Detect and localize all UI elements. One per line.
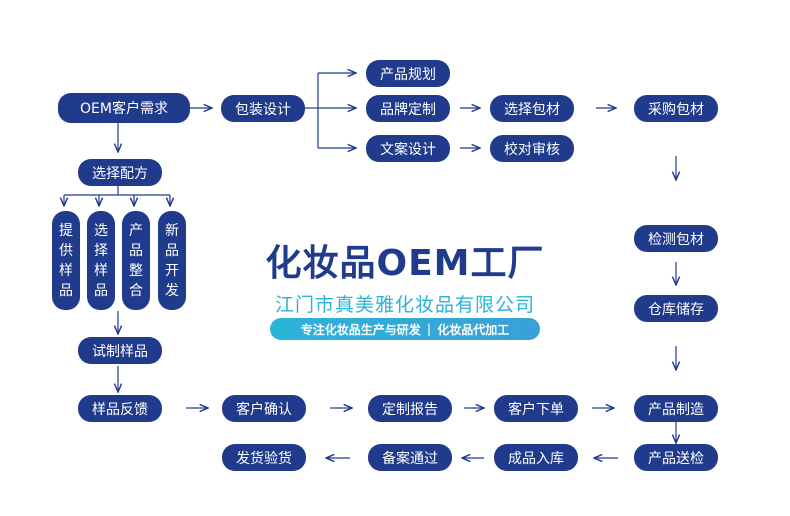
tagline-separator: | <box>426 322 432 336</box>
node-warehouse: 仓库储存 <box>634 295 718 322</box>
node-product-inspect: 产品送检 <box>634 444 718 471</box>
node-purchase-material: 采购包材 <box>634 95 718 122</box>
node-production: 产品制造 <box>634 395 718 422</box>
node-customer-confirm: 客户确认 <box>222 395 306 422</box>
node-package-design: 包装设计 <box>221 95 305 122</box>
node-inspect-material: 检测包材 <box>634 225 718 252</box>
node-filing: 备案通过 <box>368 444 452 471</box>
node-select-sample: 选择样品 <box>87 211 115 310</box>
node-finished-storage: 成品入库 <box>494 444 578 471</box>
node-product-planning: 产品规划 <box>366 60 450 87</box>
tagline-left: 专注化妆品生产与研发 <box>300 322 421 337</box>
node-new-product: 新品开发 <box>158 211 186 310</box>
tagline-right: 化妆品代加工 <box>437 322 510 337</box>
node-select-material: 选择包材 <box>490 95 574 122</box>
tagline-badge: 专注化妆品生产与研发 | 化妆品代加工 <box>270 318 540 340</box>
company-name: 江门市真美雅化妆品有限公司 <box>274 294 535 316</box>
node-select-formula: 选择配方 <box>78 159 162 186</box>
center-title: 化妆品OEM工厂 <box>265 243 545 284</box>
node-product-adjust: 产品整合 <box>122 211 150 310</box>
node-proofread: 校对审核 <box>490 135 574 162</box>
node-provide-sample: 提供样品 <box>52 211 80 310</box>
node-custom-report: 定制报告 <box>368 395 452 422</box>
node-brand-custom: 品牌定制 <box>366 95 450 122</box>
node-sample-feedback: 样品反馈 <box>78 395 162 422</box>
node-shipment: 发货验货 <box>222 444 306 471</box>
node-oem-demand: OEM客户需求 <box>58 93 190 123</box>
node-customer-order: 客户下单 <box>494 395 578 422</box>
node-copy-design: 文案设计 <box>366 135 450 162</box>
node-trial-sample: 试制样品 <box>78 337 162 364</box>
